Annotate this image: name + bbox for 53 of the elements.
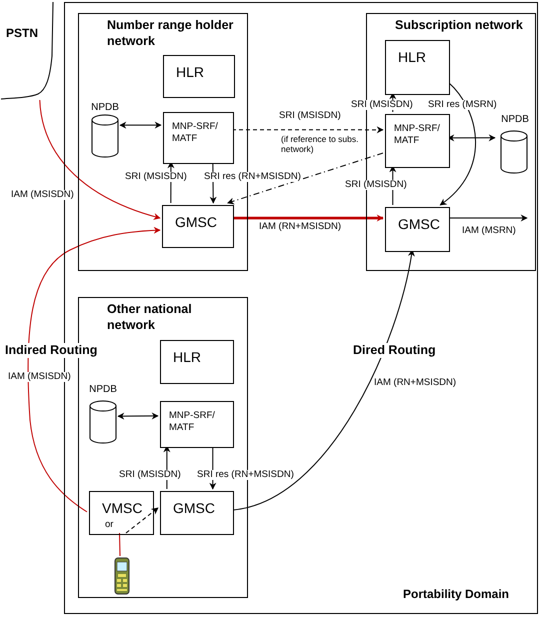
network-label: PSTN [6, 26, 38, 40]
process-box [385, 207, 450, 252]
edge-label: IAM (MSISDN) [10, 190, 75, 200]
edge-label: IAM (MSRN) [461, 226, 517, 236]
box-label: MNP-SRF/ MATF [169, 410, 216, 434]
edge-label: SRI res (MSRN) [427, 100, 498, 110]
arrow [39, 100, 161, 220]
process-box [89, 491, 154, 535]
network-heading: Number range holder network [107, 18, 234, 50]
box-label: VMSC [102, 500, 144, 518]
edge-label: SRI res (RN+MSISDN) [196, 470, 295, 480]
box-label: HLR [176, 64, 206, 82]
network-box [366, 13, 536, 271]
edge-label: SRI res (RN+MSISDN) [203, 172, 302, 182]
database-label: NPDB [90, 102, 120, 113]
box-label: MNP-SRF/ MATF [172, 121, 219, 145]
box-label: GMSC [173, 500, 216, 518]
arrow [117, 412, 159, 420]
box-label: HLR [173, 349, 202, 366]
arrow [119, 122, 162, 129]
edge-label: SRI (MSISDN) [344, 180, 408, 190]
connector-line [119, 532, 120, 556]
process-box [160, 491, 234, 535]
edge-label: SRI (MSISDN) [124, 172, 188, 182]
network-heading: Subscription network [395, 18, 524, 34]
arrow [28, 226, 161, 512]
edge-label: IAM (MSISDN) [7, 372, 72, 382]
database-label: NPDB [500, 114, 530, 125]
process-box [162, 205, 234, 248]
edge-label: IAM (RN+MSISDN) [373, 378, 458, 388]
note-text: (if reference to subs. network) [281, 134, 360, 154]
routing-heading: Dired Routing [353, 343, 437, 358]
process-box [385, 114, 450, 168]
arrow [232, 214, 384, 222]
arrow [440, 82, 476, 206]
arrow [227, 152, 384, 204]
process-box [385, 40, 450, 95]
edge-label: SRI (MSISDN) [350, 100, 414, 110]
edge-label: SRI (MSISDN) [278, 111, 342, 122]
edge-label: SRI (MSISDN) [118, 470, 182, 480]
process-box [160, 340, 234, 384]
database-label: NPDB [88, 384, 118, 395]
edge-label: IAM (RN+MSISDN) [258, 222, 342, 232]
box-label: GMSC [398, 216, 441, 234]
arrow [126, 507, 159, 534]
box-label: HLR [398, 49, 428, 66]
box-label: MNP-SRF/ MATF [394, 123, 441, 147]
box-label: GMSC [175, 214, 218, 232]
domain-title: Portability Domain [402, 587, 509, 601]
process-box [160, 401, 234, 448]
process-box [163, 112, 234, 164]
process-box [163, 55, 235, 98]
network-heading: Other national network [107, 302, 193, 334]
